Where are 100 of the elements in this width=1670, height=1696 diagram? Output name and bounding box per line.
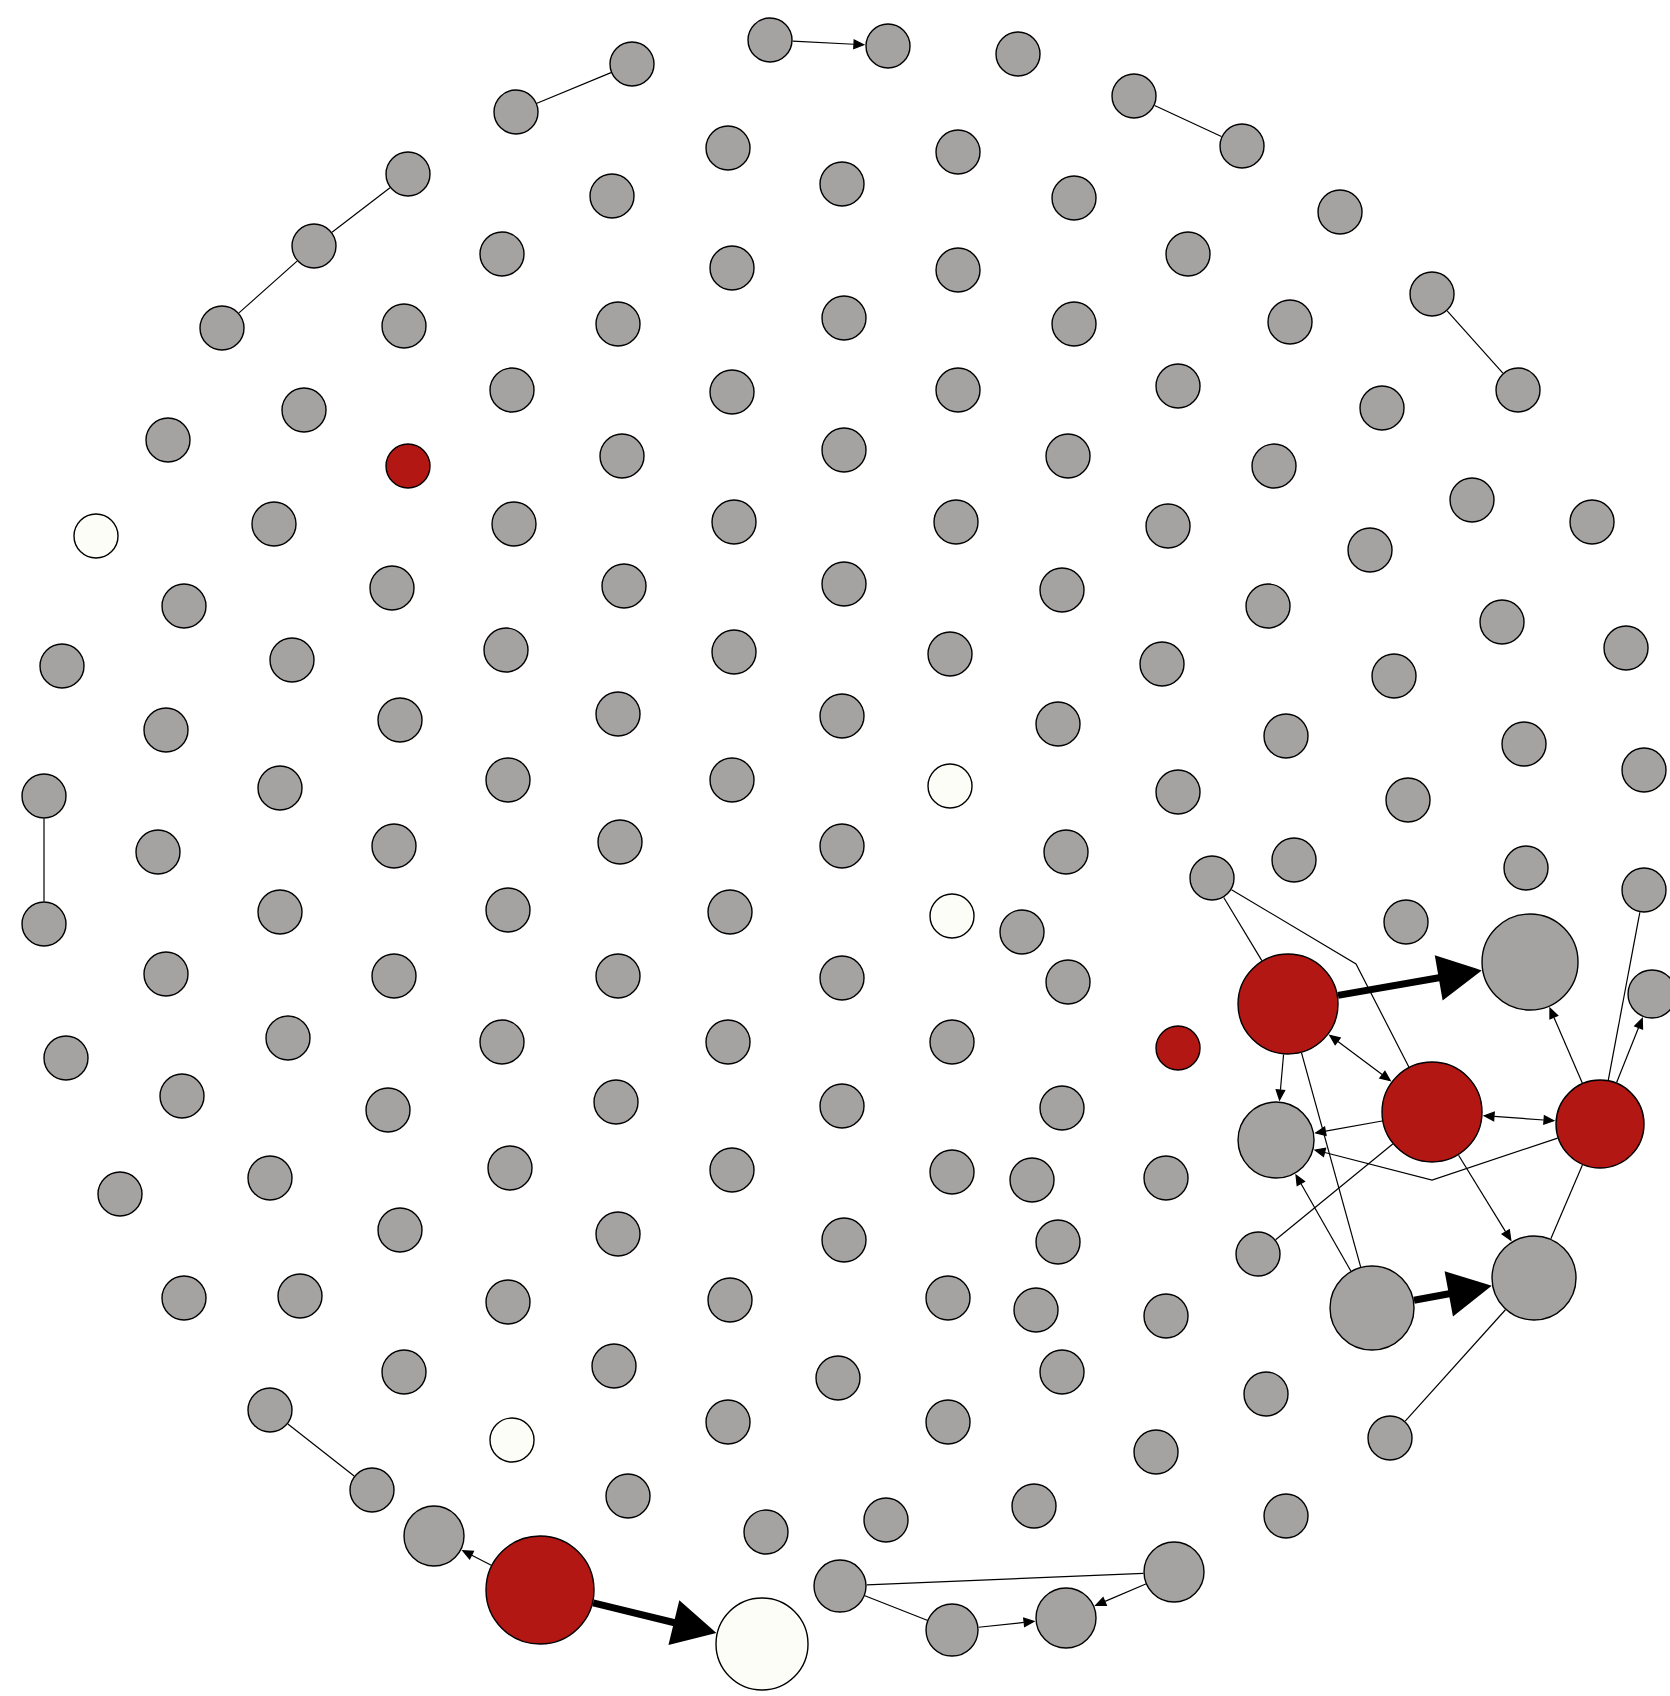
node-circle xyxy=(1251,443,1297,489)
node-circle xyxy=(73,513,119,559)
node-circle xyxy=(479,1019,525,1065)
node-circle xyxy=(821,1217,867,1263)
node-circle xyxy=(1011,1483,1057,1529)
connector-line xyxy=(536,72,612,104)
node-circle xyxy=(143,951,189,997)
node-circle xyxy=(21,773,67,819)
node-circle xyxy=(709,757,755,803)
node-circle xyxy=(143,707,189,753)
node-circle xyxy=(1329,1265,1415,1351)
node-circle xyxy=(97,1171,143,1217)
node-circle xyxy=(821,295,867,341)
node-circle xyxy=(1381,1061,1483,1163)
node-circle xyxy=(709,245,755,291)
node-circle xyxy=(257,889,303,935)
node-circle xyxy=(1051,301,1097,347)
node-circle xyxy=(929,893,975,939)
node-circle xyxy=(709,369,755,415)
node-circle xyxy=(1237,953,1339,1055)
node-circle xyxy=(743,1509,789,1555)
arrow xyxy=(1616,1017,1644,1084)
node-circle xyxy=(595,691,641,737)
node-circle xyxy=(1235,1231,1281,1277)
node-circle xyxy=(593,1079,639,1125)
node-circle xyxy=(1501,721,1547,767)
node-circle xyxy=(371,953,417,999)
node-circle xyxy=(485,1535,595,1645)
node-circle xyxy=(821,561,867,607)
node-circle xyxy=(369,565,415,611)
node-circle xyxy=(1035,1587,1097,1649)
node-circle xyxy=(247,1387,293,1433)
node-circle xyxy=(1133,1429,1179,1475)
node-circle xyxy=(381,303,427,349)
node-circle xyxy=(1383,899,1429,945)
node-circle xyxy=(1449,477,1495,523)
node-circle xyxy=(925,1603,979,1657)
node-circle xyxy=(1009,1157,1055,1203)
node-circle xyxy=(935,247,981,293)
node-circle xyxy=(161,583,207,629)
node-circle xyxy=(715,1597,809,1691)
node-circle xyxy=(491,501,537,547)
connector-line xyxy=(1607,911,1641,1081)
node-circle xyxy=(377,697,423,743)
node-circle xyxy=(819,693,865,739)
node-circle xyxy=(865,23,911,69)
node-circle xyxy=(595,1211,641,1257)
node-circle xyxy=(1219,123,1265,169)
node-circle xyxy=(1145,503,1191,549)
node-circle xyxy=(43,1035,89,1081)
node-circle xyxy=(145,417,191,463)
node-circle xyxy=(707,889,753,935)
node-circle xyxy=(1495,367,1541,413)
connector-line xyxy=(1446,310,1504,374)
node-circle xyxy=(821,427,867,473)
node-circle xyxy=(1039,1085,1085,1131)
node-circle xyxy=(489,1417,535,1463)
node-circle xyxy=(485,757,531,803)
connector-line xyxy=(1223,896,1263,962)
node-circle xyxy=(605,1473,651,1519)
node-circle xyxy=(281,387,327,433)
node-circle xyxy=(493,89,539,135)
node-circle xyxy=(1385,777,1431,823)
node-circle xyxy=(1165,231,1211,277)
connector-line xyxy=(43,818,45,902)
node-circle xyxy=(1409,271,1455,317)
node-circle xyxy=(1481,913,1579,1011)
connector-line xyxy=(331,187,391,233)
node-circle xyxy=(159,1073,205,1119)
node-circle xyxy=(251,501,297,547)
node-circle xyxy=(709,1147,755,1193)
node-circle xyxy=(487,1145,533,1191)
node-circle xyxy=(135,829,181,875)
connector-line xyxy=(1404,1309,1507,1422)
node-circle xyxy=(1627,969,1670,1019)
node-circle xyxy=(485,1279,531,1325)
node-circle xyxy=(1013,1287,1059,1333)
node-circle xyxy=(1603,625,1649,671)
node-circle xyxy=(385,151,431,197)
node-circle xyxy=(349,1467,395,1513)
connector-line xyxy=(1550,1164,1583,1240)
node-circle xyxy=(1503,845,1549,891)
node-circle xyxy=(933,499,979,545)
node-circle xyxy=(1359,385,1405,431)
node-circle xyxy=(935,367,981,413)
node-circle xyxy=(489,367,535,413)
node-circle xyxy=(1271,837,1317,883)
node-circle xyxy=(1367,1415,1413,1461)
node-circle xyxy=(1139,641,1185,687)
connector-line xyxy=(287,1423,355,1477)
node-circle xyxy=(21,901,67,947)
node-circle xyxy=(1155,769,1201,815)
node-circle xyxy=(819,955,865,1001)
node-circle xyxy=(595,953,641,999)
node-circle xyxy=(1237,1101,1315,1179)
node-circle xyxy=(591,1343,637,1389)
node-circle xyxy=(265,1015,311,1061)
node-circle xyxy=(929,1019,975,1065)
node-circle xyxy=(1045,959,1091,1005)
node-circle xyxy=(1479,599,1525,645)
